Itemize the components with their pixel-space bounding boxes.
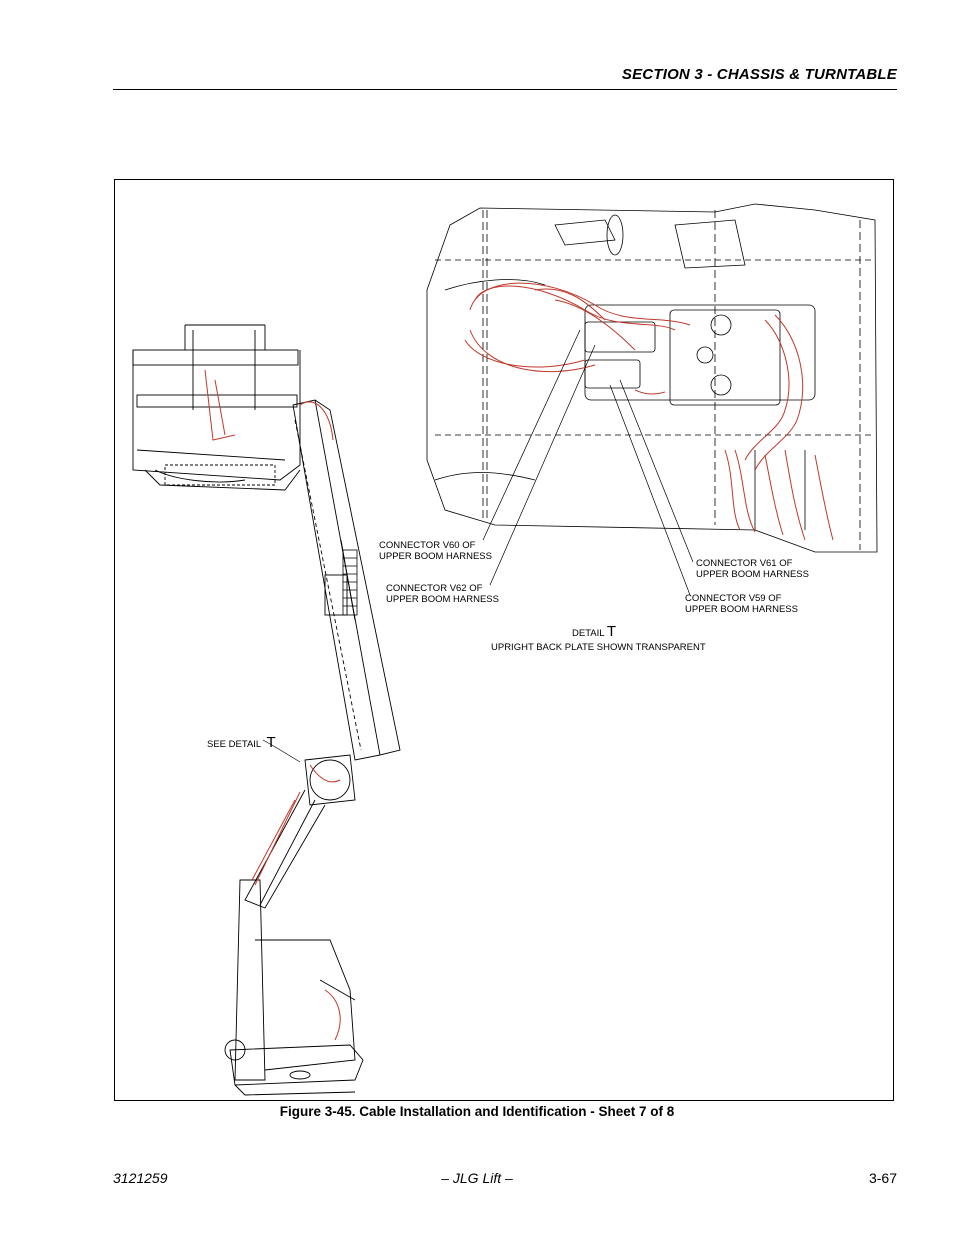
detail-letter: T bbox=[606, 623, 617, 640]
callout-v62: CONNECTOR V62 OF UPPER BOOM HARNESS bbox=[386, 583, 499, 605]
upper-boom-harness bbox=[204, 369, 334, 441]
detail-t-note: UPRIGHT BACK PLATE SHOWN TRANSPARENT bbox=[491, 642, 706, 653]
see-detail-word: SEE DETAIL bbox=[207, 739, 262, 750]
cable-installation-drawing bbox=[132, 203, 878, 1096]
callout-v60: CONNECTOR V60 OF UPPER BOOM HARNESS bbox=[379, 540, 492, 562]
callout-v61: CONNECTOR V61 OF UPPER BOOM HARNESS bbox=[696, 558, 809, 580]
callout-v60-line2: UPPER BOOM HARNESS bbox=[379, 551, 492, 562]
callout-v62-line2: UPPER BOOM HARNESS bbox=[386, 594, 499, 605]
callout-v60-line1: CONNECTOR V60 OF bbox=[379, 540, 476, 551]
callout-v62-line1: CONNECTOR V62 OF bbox=[386, 583, 483, 594]
section-title: SECTION 3 - CHASSIS & TURNTABLE bbox=[621, 66, 897, 83]
detail-t-drawing bbox=[426, 203, 878, 553]
callout-v59-line2: UPPER BOOM HARNESS bbox=[685, 604, 798, 615]
detail-t-harness bbox=[464, 282, 834, 541]
callout-v61-line1: CONNECTOR V61 OF bbox=[696, 558, 793, 569]
cable-track bbox=[342, 549, 358, 616]
figure-caption: Figure 3-45. Cable Installation and Iden… bbox=[279, 1104, 675, 1119]
upper-boom bbox=[292, 399, 401, 761]
figure-frame: CONNECTOR V60 OF UPPER BOOM HARNESS CONN… bbox=[114, 179, 894, 1101]
detail-t-label: DETAIL T bbox=[572, 623, 617, 640]
lower-boom-and-turntable bbox=[224, 754, 364, 1096]
lower-boom-harness bbox=[251, 764, 341, 1041]
callout-v59-line1: CONNECTOR V59 OF bbox=[685, 593, 782, 604]
header-rule bbox=[113, 89, 897, 90]
publisher-footer: – JLG Lift – bbox=[441, 1170, 513, 1186]
callout-v61-line2: UPPER BOOM HARNESS bbox=[696, 569, 809, 580]
see-detail-letter: T bbox=[266, 734, 276, 751]
callout-leaders bbox=[262, 329, 694, 763]
page-number: 3-67 bbox=[868, 1170, 897, 1186]
see-detail-label: SEE DETAIL T bbox=[207, 734, 276, 751]
doc-number: 3121259 bbox=[113, 1170, 168, 1186]
platform-basket bbox=[132, 324, 301, 491]
detail-word: DETAIL bbox=[572, 628, 605, 639]
callout-v59: CONNECTOR V59 OF UPPER BOOM HARNESS bbox=[685, 593, 798, 615]
